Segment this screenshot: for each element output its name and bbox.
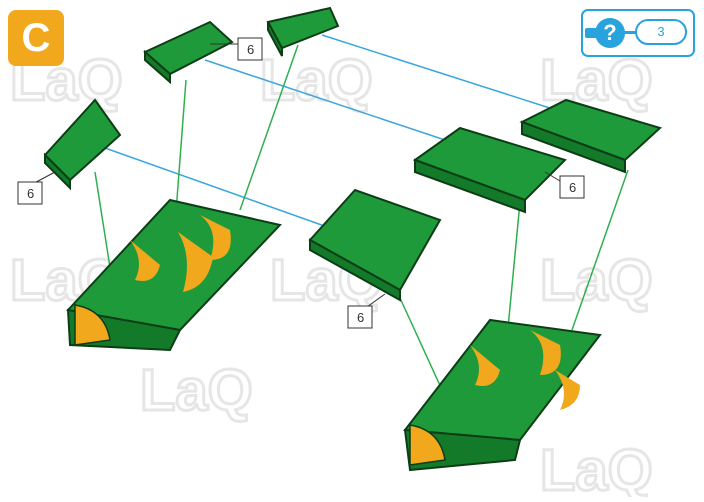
help-page-number: 3: [657, 24, 664, 39]
part-quantity: 6: [247, 42, 254, 57]
step-badge: C: [8, 10, 64, 66]
help-reference[interactable]: ? 3: [581, 9, 695, 57]
green-arrow: [508, 202, 520, 328]
piece-top-left: [145, 22, 232, 82]
question-icon: ?: [595, 18, 625, 48]
green-arrow: [176, 80, 186, 212]
part-callout: 6: [545, 172, 584, 198]
part-quantity: 6: [27, 186, 34, 201]
piece-left-standing: [45, 100, 120, 188]
part-callout: 6: [18, 172, 55, 204]
watermark-logo: LaQ: [140, 358, 253, 423]
green-arrow: [400, 298, 443, 392]
watermark-logo: LaQ: [540, 48, 653, 113]
part-quantity: 6: [569, 180, 576, 195]
help-page-ref: 3: [635, 19, 687, 45]
watermark-logo: LaQ: [540, 248, 653, 313]
watermark-logo: LaQ: [540, 438, 653, 497]
part-quantity: 6: [357, 310, 364, 325]
assembled-model-left: [68, 200, 280, 350]
